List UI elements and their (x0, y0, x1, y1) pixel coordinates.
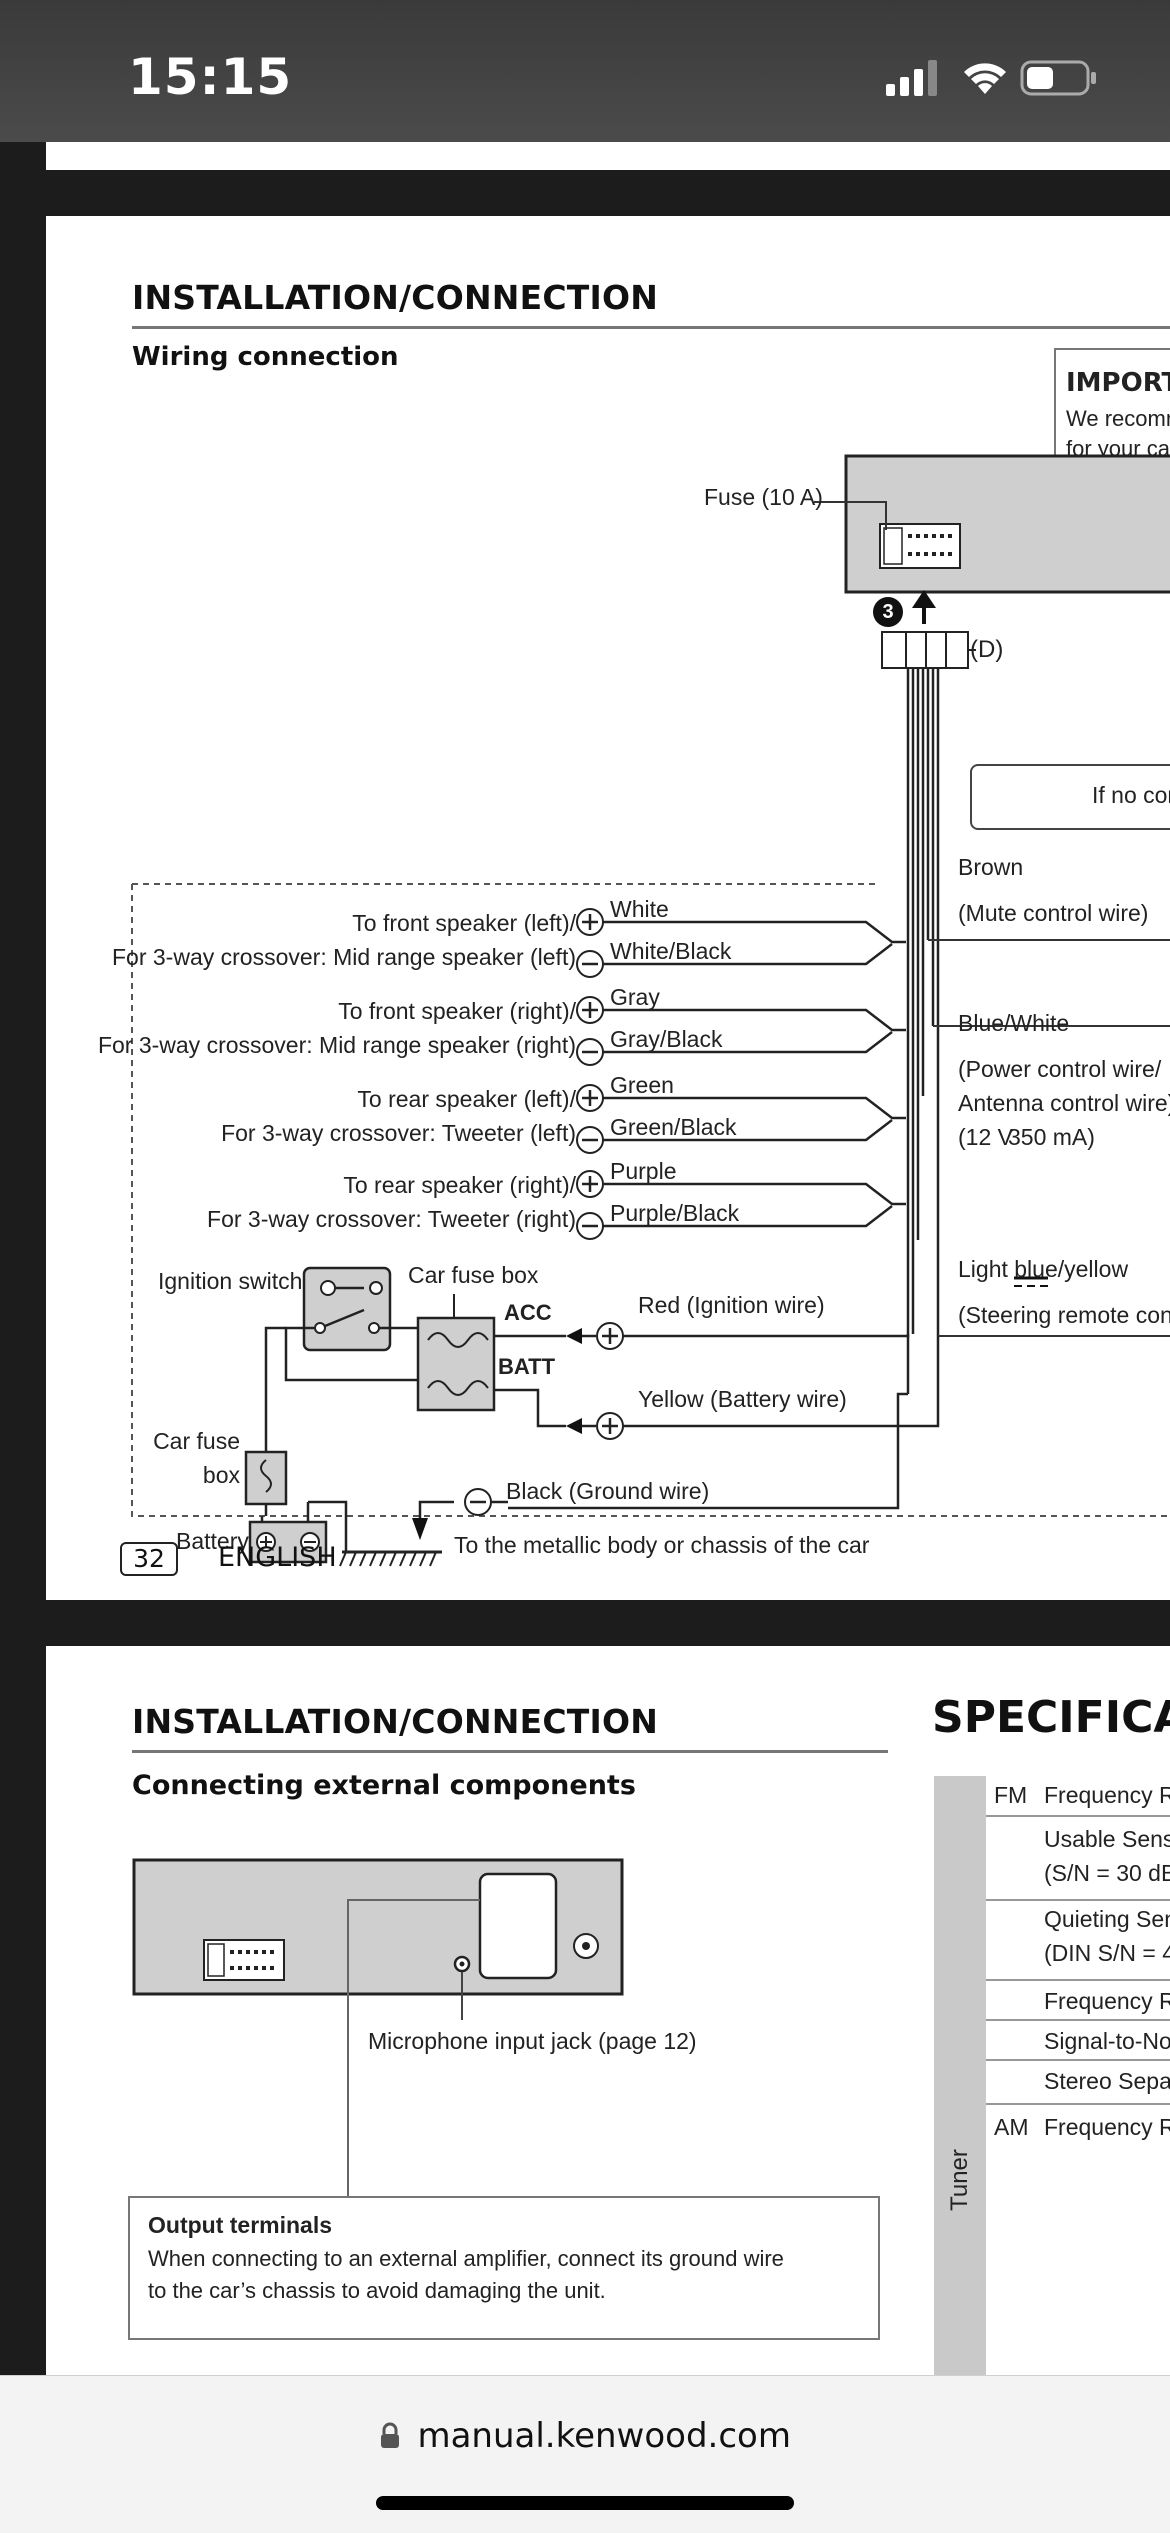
key-icon (320, 1280, 336, 1296)
power-control-current: 350 mA) (1008, 1124, 1095, 1150)
ignition-switch-label: Ignition switch (158, 1268, 303, 1294)
step-number: 3 (882, 601, 894, 623)
connector-label: (D) (970, 636, 1004, 663)
fuse-label: Fuse (10 A) (704, 484, 823, 510)
black-ground-wire: Black (Ground wire) (506, 1478, 710, 1504)
microphone-jack-label: Microphone input jack (page 12) (368, 2028, 697, 2054)
speaker-2-line-2: For 3-way crossover: Mid range speaker (… (97, 1032, 576, 1058)
car-fuse-box-label: Car fuse box (408, 1262, 539, 1288)
spec-row-3-line-1: Quieting Sensi (1044, 1906, 1170, 1932)
status-time: 15:15 (128, 48, 293, 106)
speaker-3-line-1: To rear speaker (left)/ (357, 1086, 576, 1112)
section-rule (132, 326, 1170, 329)
speaker-4-line-2: For 3-way crossover: Tweeter (right) (207, 1206, 576, 1232)
batt-label: BATT (498, 1354, 556, 1379)
if-no-connection-box: If no con (970, 764, 1170, 830)
red-ignition-wire: Red (Ignition wire) (638, 1292, 825, 1318)
speaker-1-line-1: To front speaker (left)/ (352, 910, 576, 936)
wire-green-black: Green/Black (610, 1114, 737, 1140)
important-title: IMPORT (1066, 368, 1170, 398)
manual-page-32: INSTALLATION/CONNECTION Wiring connectio… (46, 216, 1170, 1600)
wifi-icon (964, 63, 1006, 94)
am-label: AM (994, 2114, 1029, 2140)
wiring-diagram (131, 454, 1170, 1567)
wire-white-black: White/Black (610, 938, 732, 964)
steering-remote-wire: (Steering remote contro (958, 1302, 1170, 1328)
output-title: Output terminals (148, 2212, 333, 2238)
spec-row-6: Stereo Separat (1044, 2068, 1170, 2094)
page-language: ENGLISH (218, 1542, 337, 1573)
section-title-2: INSTALLATION/CONNECTION (132, 1702, 659, 1741)
step-badge (873, 597, 903, 627)
important-line-1: We recomm (1066, 406, 1170, 431)
spec-row-5: Signal-to-Nois (1044, 2028, 1170, 2054)
wire-gray-black: Gray/Black (610, 1026, 723, 1052)
wire-brown: Brown (958, 854, 1024, 880)
wire-purple: Purple (610, 1158, 677, 1184)
previous-page-edge (46, 142, 1170, 170)
status-icons (870, 56, 1110, 100)
tuner-label: Tuner (946, 2149, 973, 2211)
output-terminal-panel (478, 1872, 558, 1980)
spec-row-3-line-2: (DIN S/N = 46 (1044, 1940, 1170, 1966)
power-control-line-2: Antenna control wire) (958, 1090, 1170, 1116)
battery-label: Battery (176, 1528, 249, 1554)
car-fuse-left (244, 1450, 288, 1506)
insert-arrow-icon (912, 590, 936, 624)
yellow-battery-wire: Yellow (Battery wire) (638, 1386, 847, 1412)
wire-purple-black: Purple/Black (610, 1200, 740, 1226)
page-number: 32 (120, 1542, 178, 1576)
home-indicator[interactable] (376, 2496, 794, 2510)
mute-control-wire: (Mute control wire) (958, 900, 1149, 926)
wire-green: Green (610, 1072, 674, 1098)
url-text: manual.kenwood.com (417, 2416, 791, 2456)
output-terminals-box: Output terminals When connecting to an e… (128, 2196, 880, 2340)
spec-row-1: Frequency Ran (1044, 1782, 1170, 1808)
spec-row-2-line-1: Usable Sensitiv (1044, 1826, 1170, 1852)
head-unit-rear (844, 454, 1170, 594)
section-rule-2 (132, 1750, 888, 1753)
car-fuse-box (416, 1316, 496, 1412)
speaker-2-line-1: To front speaker (right)/ (338, 998, 576, 1024)
specifications-title: SPECIFICAT (932, 1692, 1170, 1743)
if-no-text: If no con (1092, 782, 1170, 808)
status-bar: 15:15 (0, 0, 1170, 142)
wire-blue-white: Blue/White (958, 1010, 1070, 1036)
power-control-voltage: (12 V (958, 1124, 1013, 1150)
section-title: INSTALLATION/CONNECTION (132, 278, 659, 317)
manual-page-33: INSTALLATION/CONNECTION Connecting exter… (46, 1646, 1170, 2375)
spec-row-4: Frequency Res (1044, 1988, 1170, 2014)
fm-label: FM (994, 1782, 1028, 1808)
am-row-1: Frequency Ran (1044, 2114, 1170, 2140)
power-control-line-1: (Power control wire/ (958, 1056, 1162, 1082)
battery-icon (1020, 60, 1096, 96)
wire-white: White (610, 896, 669, 922)
car-fuse-label-1: Car fuse (153, 1428, 240, 1454)
ground-chassis-label: To the metallic body or chassis of the c… (454, 1532, 870, 1558)
browser-bottom-bar: manual.kenwood.com (0, 2375, 1170, 2533)
wire-light-blue-yellow: Light blue/yellow (958, 1256, 1129, 1282)
subtitle-2: Connecting external components (132, 1770, 636, 1801)
address-bar[interactable]: manual.kenwood.com (0, 2416, 1170, 2456)
cellular-signal-icon (886, 60, 937, 96)
speaker-1-line-2: For 3-way crossover: Mid range speaker (… (112, 944, 576, 970)
ignition-switch (302, 1266, 392, 1352)
tuner-band (934, 1776, 986, 2375)
spec-row-2-line-2: (S/N = 30 dB) (1044, 1860, 1170, 1886)
output-line-1: When connecting to an external amplifier… (148, 2246, 784, 2271)
acc-label: ACC (504, 1300, 552, 1325)
car-fuse-label-2: box (202, 1462, 240, 1488)
wire-gray: Gray (610, 984, 660, 1010)
speaker-3-line-2: For 3-way crossover: Tweeter (left) (221, 1120, 576, 1146)
document-viewer[interactable]: INSTALLATION/CONNECTION Wiring connectio… (0, 142, 1170, 2375)
lock-icon (381, 2422, 400, 2448)
speaker-4-line-1: To rear speaker (right)/ (343, 1172, 576, 1198)
subtitle: Wiring connection (132, 342, 399, 372)
output-line-2: to the car’s chassis to avoid damaging t… (148, 2278, 606, 2303)
